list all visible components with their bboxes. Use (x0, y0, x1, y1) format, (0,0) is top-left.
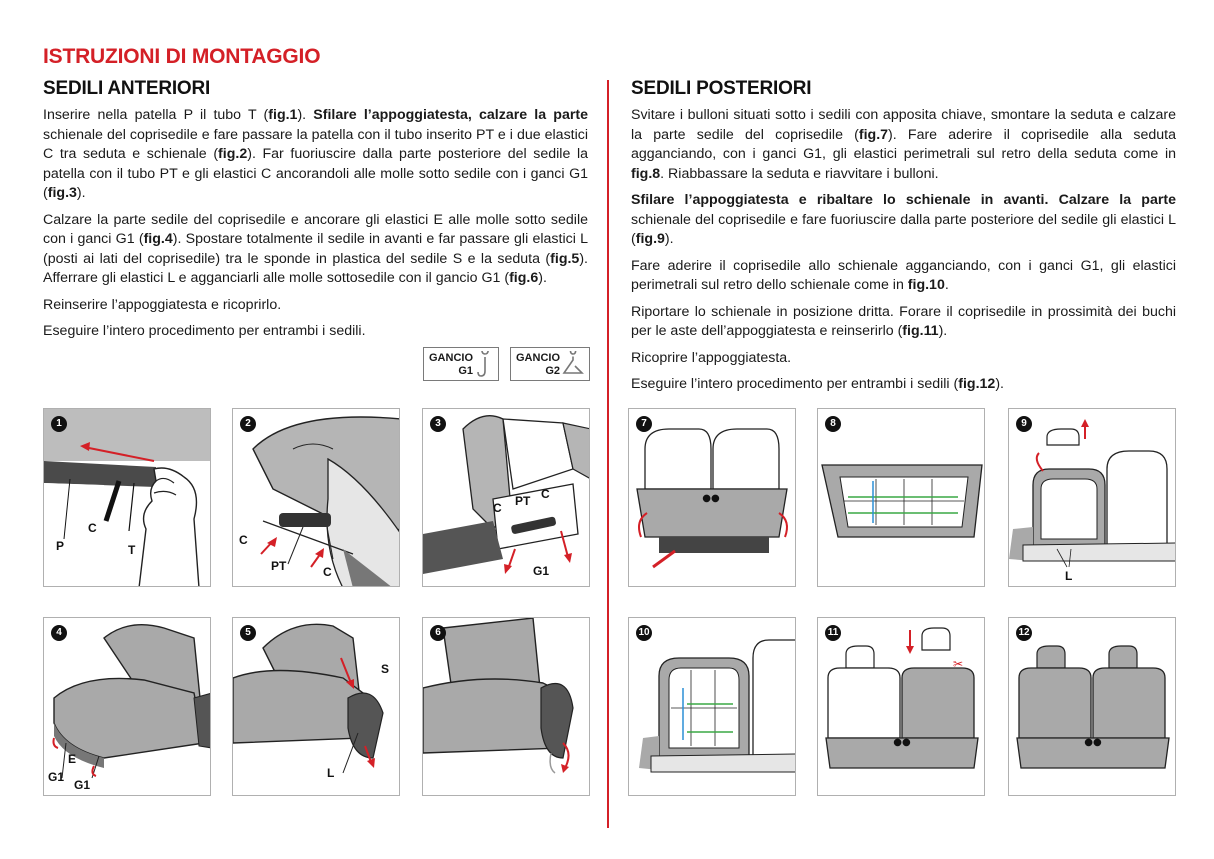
figure-9-number: 9 (1016, 416, 1032, 432)
rear-paragraph-3: Fare aderire il coprisedile allo schiena… (631, 257, 1176, 294)
rear-paragraph-6: Eseguire l’intero procedimento per entra… (631, 376, 1004, 392)
svg-text:✂: ✂ (953, 657, 963, 671)
figure-5-illustration (233, 623, 384, 774)
figure-3-label-c1: C (493, 501, 502, 515)
rear-instructions: Svitare i bulloni situati sotto i sedili… (631, 106, 1176, 402)
figure-9-label-l: L (1065, 569, 1073, 583)
figure-3-label-c2: C (541, 487, 550, 501)
front-paragraph-1: Inserire nella patella P il tubo T (fig.… (43, 107, 588, 201)
figure-5: 5 S L (232, 617, 400, 796)
rear-paragraph-1: Svitare i bulloni situati sotto i sedili… (631, 107, 1176, 182)
figure-9: 9 L (1008, 408, 1176, 587)
rear-seats-heading: SEDILI POSTERIORI (631, 78, 812, 99)
front-paragraph-2: Calzare la parte sedile del coprisedile … (43, 211, 588, 287)
figure-1-label-t: T (128, 543, 136, 557)
figure-4-number: 4 (51, 625, 67, 641)
figure-1-illustration (44, 409, 210, 586)
hook-g2-icon (562, 351, 584, 374)
figure-7-illustration: ●● (636, 428, 788, 569)
figure-8-number: 8 (825, 416, 841, 432)
figure-6: 6 (422, 617, 590, 796)
figure-2-number: 2 (240, 416, 256, 432)
figure-8-illustration (821, 464, 983, 538)
figure-1-number: 1 (51, 416, 67, 432)
figure-10-number: 10 (636, 625, 652, 641)
figure-7: ●● 7 (628, 408, 796, 587)
figure-1-label-c: C (88, 521, 97, 535)
figure-12-number: 12 (1016, 625, 1032, 641)
figure-1-label-p: P (56, 539, 65, 553)
svg-text:●●: ●● (1084, 737, 1102, 748)
figure-4: 4 E G1 G1 (43, 617, 211, 796)
figure-5-label-s: S (381, 662, 390, 676)
front-instructions: Inserire nella patella P il tubo T (fig.… (43, 106, 588, 349)
figure-10-illustration (639, 639, 795, 773)
hook-g1-icon (477, 351, 489, 377)
svg-text:●●: ●● (893, 737, 911, 748)
figure-12-illustration: ●● (1016, 645, 1170, 769)
figure-2: 2 C PT C (232, 408, 400, 587)
figure-3: 3 C PT C G1 (422, 408, 590, 587)
figure-6-illustration (423, 618, 574, 774)
figure-2-label-c1: C (239, 533, 248, 547)
figure-3-label-g1: G1 (533, 564, 550, 578)
figure-7-number: 7 (636, 416, 652, 432)
rear-paragraph-2: Sfilare l’appoggiatesta e ribaltare lo s… (631, 192, 1176, 247)
front-paragraph-3: Reinserire l’appoggiatesta e ricoprirlo. (43, 296, 282, 313)
page-title: ISTRUZIONI DI MONTAGGIO (43, 45, 321, 68)
figure-3-label-pt: PT (515, 494, 531, 508)
front-seats-heading: SEDILI ANTERIORI (43, 78, 211, 99)
figure-8: 8 (817, 408, 985, 587)
figure-3-number: 3 (430, 416, 446, 432)
figure-4-label-g1a: G1 (48, 770, 65, 784)
figure-5-number: 5 (240, 625, 256, 641)
rear-paragraph-5: Ricoprire l’appoggiatesta. (631, 349, 792, 366)
figure-11-number: 11 (825, 625, 841, 641)
figure-5-label-l: L (327, 766, 335, 780)
figure-11: ●● ✂ 11 (817, 617, 985, 796)
figure-2-label-pt: PT (271, 559, 287, 573)
figure-4-illustration (52, 623, 210, 779)
figure-4-label-g1b: G1 (74, 778, 91, 792)
figure-11-illustration: ●● ✂ (825, 627, 979, 769)
figure-10: 10 (628, 617, 796, 796)
figure-1: 1 P C T (43, 408, 211, 587)
rear-paragraph-4: Riportare lo schienale in posizione drit… (631, 303, 1176, 340)
figure-2-label-c2: C (323, 565, 332, 579)
figure-2-illustration (252, 416, 399, 586)
figure-3-illustration (423, 415, 589, 574)
svg-text:●●: ●● (702, 493, 720, 504)
figure-9-illustration (1009, 419, 1175, 568)
column-divider (607, 80, 609, 828)
figure-4-label-e: E (68, 752, 77, 766)
figure-6-number: 6 (430, 625, 446, 641)
front-paragraph-4: Eseguire l’intero procedimento per entra… (43, 323, 366, 339)
figure-12: ●● 12 (1008, 617, 1176, 796)
